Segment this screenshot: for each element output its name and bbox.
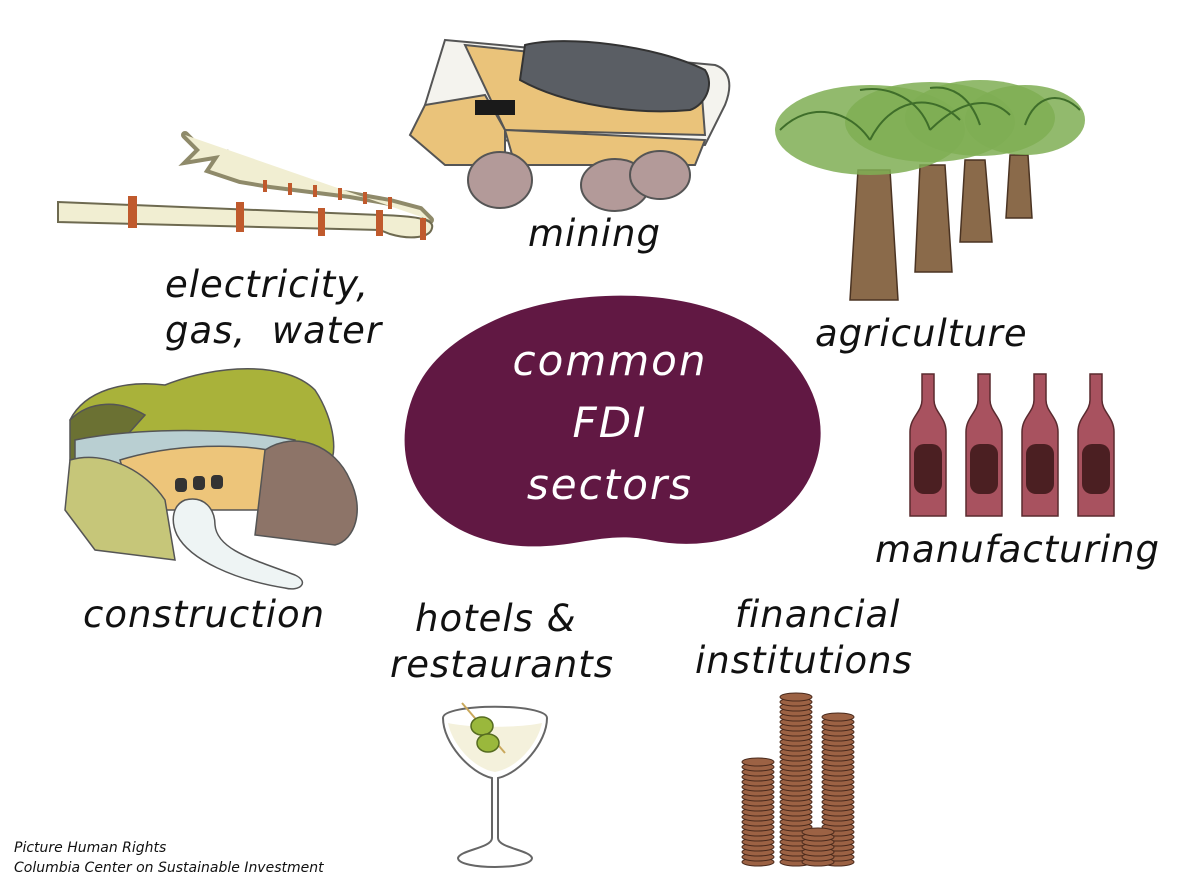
center-title-line-1: common bbox=[512, 336, 708, 385]
center-blob bbox=[404, 295, 821, 547]
bottle-label bbox=[914, 444, 942, 494]
coin bbox=[741, 757, 775, 767]
label-hotels: hotels & restaurants bbox=[390, 596, 614, 688]
martini-glass-icon bbox=[441, 702, 549, 868]
label-hotels-line-1: hotels & bbox=[415, 597, 577, 640]
label-electricity: electricity, gas, water bbox=[165, 262, 382, 354]
coin bbox=[821, 712, 855, 722]
bottle-label bbox=[970, 444, 998, 494]
pipeline-icon bbox=[57, 131, 434, 240]
bottle-label bbox=[1082, 444, 1110, 494]
label-financial: financial institutions bbox=[695, 592, 913, 684]
coin bbox=[779, 692, 813, 702]
label-electricity-line-1: electricity, bbox=[165, 263, 370, 306]
label-construction: construction bbox=[83, 593, 326, 636]
center-title-line-3: sectors bbox=[526, 460, 694, 509]
coin-stacks-icon bbox=[741, 692, 855, 867]
label-hotels-line-2: restaurants bbox=[390, 643, 615, 686]
dam-icon bbox=[64, 368, 358, 590]
label-manufacturing: manufacturing bbox=[875, 528, 1161, 571]
coin bbox=[801, 827, 835, 837]
label-financial-line-2: institutions bbox=[695, 639, 913, 682]
credit-line-2: Columbia Center on Sustainable Investmen… bbox=[14, 860, 324, 876]
center-title-line-2: FDI bbox=[572, 398, 648, 447]
bottles-icon bbox=[909, 373, 1115, 517]
dump-truck-icon bbox=[408, 38, 731, 212]
label-electricity-line-2: gas, water bbox=[165, 309, 383, 352]
center-title: common FDI sectors bbox=[405, 330, 815, 516]
bottle-label bbox=[1026, 444, 1054, 494]
palm-trees-icon bbox=[775, 80, 1085, 301]
label-financial-line-1: financial bbox=[735, 593, 901, 636]
label-agriculture: agriculture bbox=[815, 312, 1028, 355]
label-mining: mining bbox=[528, 212, 661, 255]
credit-line-1: Picture Human Rights bbox=[14, 840, 167, 856]
